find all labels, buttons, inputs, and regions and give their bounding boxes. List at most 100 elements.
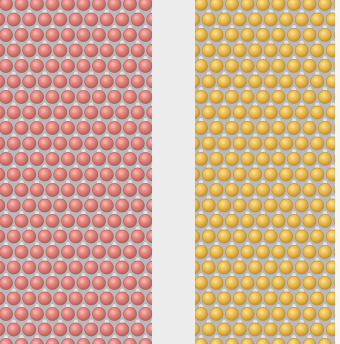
stone-facet-highlight (229, 279, 233, 283)
stone-facet-highlight (298, 264, 302, 268)
rhinestone (123, 121, 136, 134)
stone-facet-highlight (291, 155, 295, 159)
stone-facet-highlight (283, 109, 287, 113)
stone-facet-highlight (322, 124, 326, 128)
rhinestone (195, 121, 208, 134)
rhinestone (7, 292, 20, 305)
rhinestone (108, 183, 121, 196)
stone-facet-highlight (252, 109, 256, 113)
stone-facet-highlight (96, 155, 100, 159)
stone-facet-highlight (65, 93, 69, 97)
rhinestone (249, 199, 262, 212)
rhinestone (54, 323, 67, 336)
stone-facet-highlight (198, 155, 202, 159)
stone-facet-highlight (88, 171, 92, 175)
stone-facet-highlight (103, 109, 107, 113)
stone-facet-highlight (322, 93, 326, 97)
rhinestone (123, 90, 136, 103)
stone-facet-highlight (119, 109, 123, 113)
rhinestone (116, 13, 129, 26)
stone-facet-highlight (322, 279, 326, 283)
rhinestone (233, 44, 246, 57)
rhinestone (108, 245, 121, 258)
stone-facet-highlight (88, 47, 92, 51)
stone-facet-highlight (142, 186, 146, 190)
rhinestone (241, 276, 254, 289)
stone-facet-highlight (306, 217, 310, 221)
stone-facet-highlight (244, 310, 248, 314)
stone-facet-highlight (291, 217, 295, 221)
stone-facet-highlight (267, 233, 271, 237)
rhinestone (100, 13, 113, 26)
rhinestone (100, 137, 113, 150)
rhinestone (69, 261, 82, 274)
stone-facet-highlight (119, 202, 123, 206)
stone-facet-highlight (41, 109, 45, 113)
stone-facet-highlight (111, 62, 115, 66)
stone-facet-highlight (41, 264, 45, 268)
rhinestone (249, 230, 262, 243)
stone-facet-highlight (119, 233, 123, 237)
rhinestone (241, 90, 254, 103)
stone-facet-highlight (26, 202, 30, 206)
stone-facet-highlight (198, 186, 202, 190)
stone-facet-highlight (3, 217, 7, 221)
stone-facet-highlight (252, 326, 256, 330)
stone-facet-highlight (275, 155, 279, 159)
rhinestone (108, 59, 121, 72)
stone-facet-highlight (3, 155, 7, 159)
stone-facet-highlight (127, 310, 131, 314)
stone-facet-highlight (65, 217, 69, 221)
rhinestone (287, 214, 300, 227)
stone-facet-highlight (41, 233, 45, 237)
rhinestone (54, 137, 67, 150)
rhinestone (85, 292, 98, 305)
stone-facet-highlight (34, 248, 38, 252)
stone-facet-highlight (57, 233, 61, 237)
right-margin (335, 0, 340, 344)
rhinestone (15, 276, 28, 289)
stone-facet-highlight (236, 171, 240, 175)
rhinestone (318, 183, 331, 196)
stone-facet-highlight (41, 140, 45, 144)
stone-facet-highlight (26, 326, 30, 330)
rhinestone (46, 307, 59, 320)
rhinestone (85, 199, 98, 212)
stone-facet-highlight (306, 155, 310, 159)
rhinestone (15, 183, 28, 196)
stone-facet-highlight (229, 186, 233, 190)
stone-facet-highlight (88, 326, 92, 330)
rhinestone (46, 183, 59, 196)
rhinestone (15, 307, 28, 320)
stone-facet-highlight (142, 248, 146, 252)
stone-facet-highlight (57, 140, 61, 144)
rhinestone (256, 152, 269, 165)
stone-facet-highlight (65, 124, 69, 128)
stone-facet-highlight (260, 186, 264, 190)
rhinestone (61, 307, 74, 320)
rhinestone (241, 183, 254, 196)
stone-facet-highlight (96, 93, 100, 97)
rhinestone (264, 230, 277, 243)
rhinestone (131, 230, 144, 243)
rhinestone (7, 75, 20, 88)
rhinestone (38, 106, 51, 119)
stone-facet-highlight (88, 16, 92, 20)
stone-facet-highlight (18, 0, 22, 4)
stone-facet-highlight (41, 47, 45, 51)
rhinestone (23, 13, 36, 26)
rhinestone (280, 323, 293, 336)
rhinestone (264, 292, 277, 305)
stone-facet-highlight (72, 202, 76, 206)
stone-facet-highlight (49, 186, 53, 190)
stone-facet-highlight (49, 31, 53, 35)
rhinestone (195, 214, 208, 227)
stone-facet-highlight (314, 16, 318, 20)
rhinestone (46, 90, 59, 103)
stone-facet-highlight (298, 202, 302, 206)
stone-facet-highlight (72, 295, 76, 299)
rhinestone (131, 13, 144, 26)
stone-facet-highlight (221, 326, 225, 330)
stone-facet-highlight (96, 279, 100, 283)
rhinestone (23, 106, 36, 119)
